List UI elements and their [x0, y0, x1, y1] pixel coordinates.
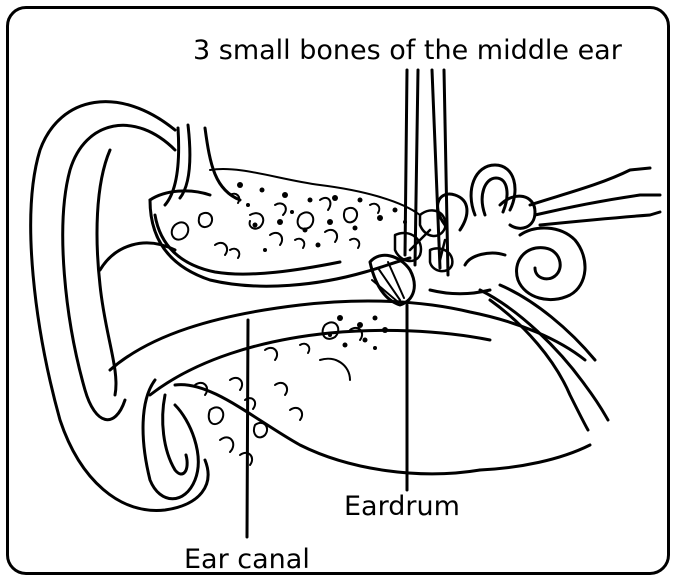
- ear-illustration: [6, 6, 670, 575]
- ear-canal-label: Ear canal: [184, 546, 310, 573]
- temporal-bone-lower: [195, 322, 362, 465]
- ear-canal: [100, 191, 590, 474]
- inner-ear: [430, 165, 660, 430]
- outer-ear: [31, 102, 240, 511]
- temporal-bone-upper: [172, 169, 420, 258]
- bones-label: 3 small bones of the middle ear: [193, 37, 622, 64]
- diagram-frame: 3 small bones of the middle ear Eardrum …: [6, 6, 670, 575]
- eardrum-label: Eardrum: [344, 493, 460, 520]
